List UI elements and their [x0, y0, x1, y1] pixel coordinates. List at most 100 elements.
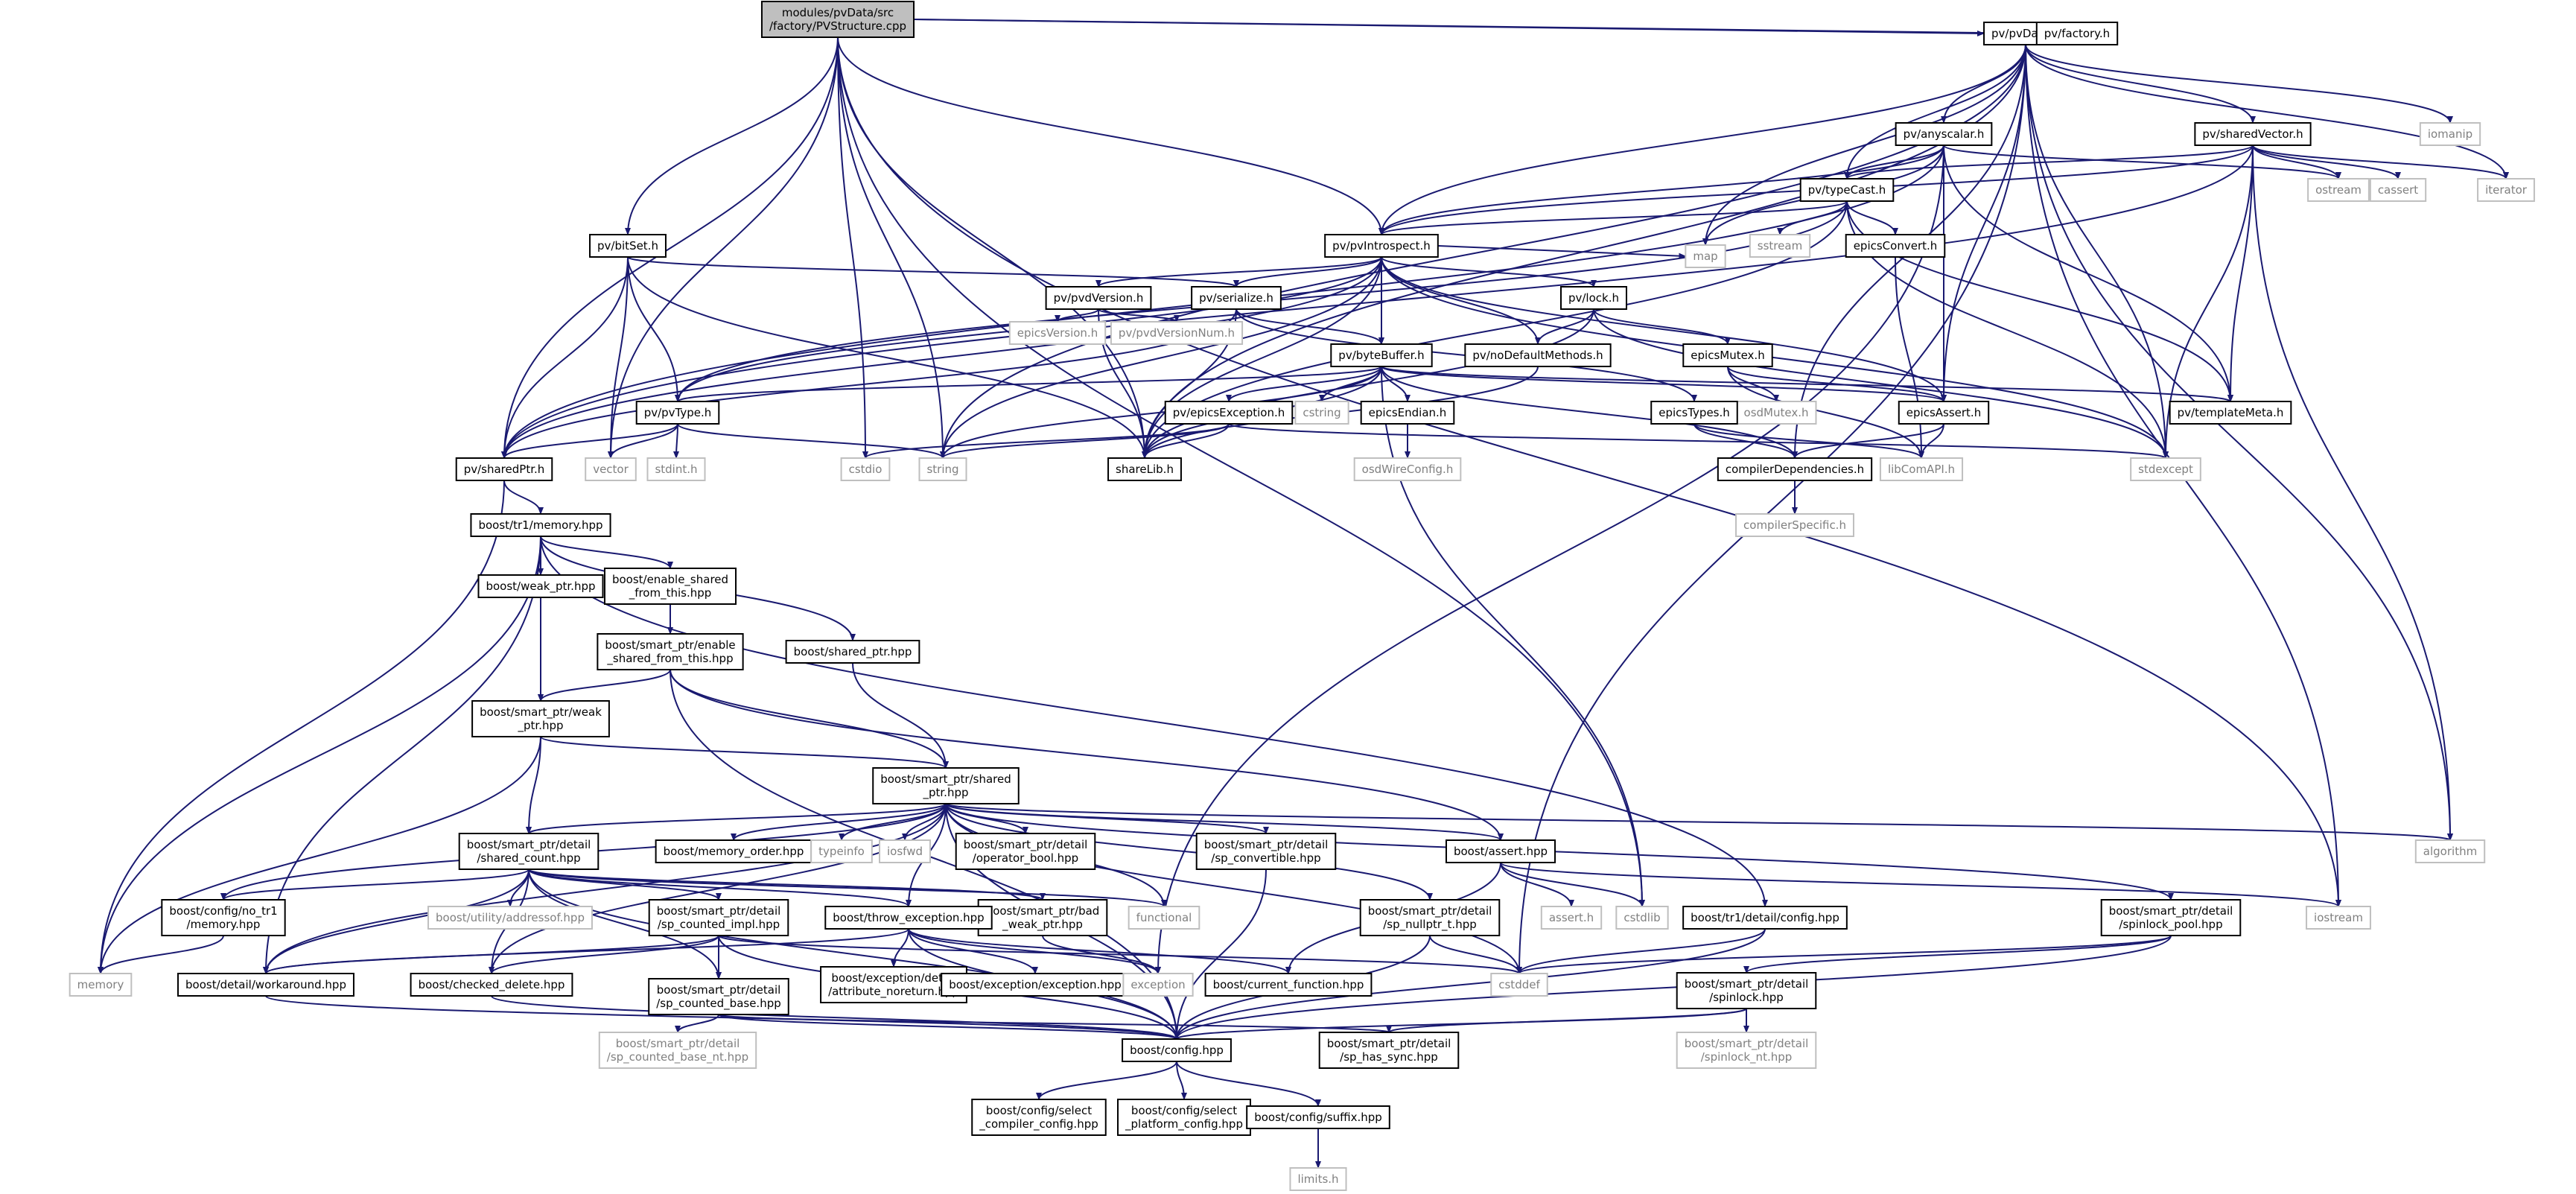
- node-templateMeta[interactable]: pv/templateMeta.h: [2169, 401, 2292, 425]
- node-weak-ptr[interactable]: boost/weak_ptr.hpp: [477, 574, 604, 598]
- node-typeCast[interactable]: pv/typeCast.h: [1799, 178, 1895, 202]
- node-epicsVersion[interactable]: epicsVersion.h: [1008, 321, 1107, 345]
- node-box: [1353, 457, 1462, 481]
- node-iosfwd[interactable]: iosfwd: [879, 839, 931, 863]
- node-cstring[interactable]: cstring: [1294, 401, 1349, 425]
- node-typeinfo[interactable]: typeinfo: [810, 839, 873, 863]
- node-box: [427, 906, 593, 930]
- node-compilerDependencies[interactable]: compilerDependencies.h: [1717, 457, 1873, 481]
- node-bitSet[interactable]: pv/bitSet.h: [589, 234, 667, 258]
- node-sharedVector[interactable]: pv/sharedVector.h: [2194, 122, 2312, 146]
- node-bad-weak-ptr[interactable]: boost/smart_ptr/bad_weak_ptr.hpp: [977, 899, 1108, 936]
- node-operator-bool[interactable]: boost/smart_ptr/detail/operator_bool.hpp: [955, 833, 1096, 870]
- node-assert-h[interactable]: assert.h: [1540, 906, 1603, 930]
- node-spinlock[interactable]: boost/smart_ptr/detail/spinlock.hpp: [1676, 972, 1817, 1009]
- node-map[interactable]: map: [1685, 244, 1726, 268]
- edge-anyscalar-to-ostream: [1943, 145, 2341, 180]
- node-limits[interactable]: limits.h: [1289, 1167, 1347, 1191]
- node-shareLib[interactable]: shareLib.h: [1107, 457, 1182, 481]
- node-string[interactable]: string: [918, 457, 967, 481]
- node-cstdlib[interactable]: cstdlib: [1615, 906, 1669, 930]
- node-pvdVersion[interactable]: pv/pvdVersion.h: [1045, 286, 1152, 310]
- node-sp-convertible[interactable]: boost/smart_ptr/detail/sp_convertible.hp…: [1195, 833, 1337, 870]
- node-noDefaultMethods[interactable]: pv/noDefaultMethods.h: [1464, 343, 1612, 367]
- node-serialize[interactable]: pv/serialize.h: [1191, 286, 1282, 310]
- edge-line: [675, 366, 1382, 402]
- node-current-function[interactable]: boost/current_function.hpp: [1204, 973, 1373, 997]
- node-shared-ptr[interactable]: boost/shared_ptr.hpp: [785, 640, 920, 664]
- node-epicsTypes[interactable]: epicsTypes.h: [1650, 401, 1738, 425]
- node-box: [648, 978, 789, 1015]
- node-box: [824, 906, 993, 930]
- node-sharedPtr[interactable]: pv/sharedPtr.h: [455, 457, 553, 481]
- node-label: pv/pvType.h: [644, 406, 712, 419]
- node-label: /sp_counted_impl.hpp: [658, 918, 780, 932]
- node-suffix[interactable]: boost/config/suffix.hpp: [1246, 1105, 1390, 1129]
- node-vector[interactable]: vector: [585, 457, 637, 481]
- node-byteBuffer[interactable]: pv/byteBuffer.h: [1330, 343, 1433, 367]
- node-algorithm[interactable]: algorithm: [2414, 839, 2486, 863]
- node-boost-assert[interactable]: boost/assert.hpp: [1445, 839, 1556, 863]
- node-iostream[interactable]: iostream: [2306, 906, 2371, 930]
- node-box: [470, 513, 611, 537]
- edge-line: [1226, 366, 1382, 402]
- node-cstddef[interactable]: cstddef: [1490, 973, 1548, 997]
- node-box: [1360, 401, 1455, 425]
- node-iomanip[interactable]: iomanip: [2419, 122, 2481, 146]
- node-lock[interactable]: pv/lock.h: [1559, 286, 1628, 310]
- node-factory[interactable]: pv/factory.h: [2035, 22, 2119, 45]
- node-cstdio[interactable]: cstdio: [840, 457, 891, 481]
- node-anyscalar[interactable]: pv/anyscalar.h: [1895, 122, 1993, 146]
- node-select-compiler[interactable]: boost/config/select_compiler_config.hpp: [971, 1099, 1107, 1136]
- node-sstream[interactable]: sstream: [1749, 234, 1811, 258]
- edge-line: [1042, 935, 1161, 974]
- node-shared-count[interactable]: boost/smart_ptr/detail/shared_count.hpp: [458, 833, 600, 870]
- node-spinlock-nt[interactable]: boost/smart_ptr/detail/spinlock_nt.hpp: [1676, 1032, 1817, 1069]
- node-osdMutex[interactable]: osdMutex.h: [1735, 401, 1817, 425]
- node-addressof[interactable]: boost/utility/addressof.hpp: [427, 906, 593, 930]
- node-root[interactable]: modules/pvData/src/factory/PVStructure.c…: [760, 1, 915, 38]
- node-select-platform[interactable]: boost/config/select_platform_config.hpp: [1117, 1099, 1251, 1136]
- node-tr1memory[interactable]: boost/tr1/memory.hpp: [470, 513, 611, 537]
- node-box: [1128, 906, 1200, 930]
- node-pvdVersionNum[interactable]: pv/pvdVersionNum.h: [1110, 321, 1244, 345]
- node-stdexcept[interactable]: stdexcept: [2130, 457, 2201, 481]
- node-cassert[interactable]: cassert: [2369, 178, 2427, 202]
- node-spinlock-pool[interactable]: boost/smart_ptr/detail/spinlock_pool.hpp: [2100, 899, 2242, 936]
- node-pvIntrospect[interactable]: pv/pvIntrospect.h: [1324, 234, 1439, 258]
- node-exception-hpp[interactable]: boost/exception/exception.hpp: [941, 973, 1130, 997]
- node-ostream[interactable]: ostream: [2307, 178, 2370, 202]
- node-sp-counted-impl[interactable]: boost/smart_ptr/detail/sp_counted_impl.h…: [648, 899, 789, 936]
- node-sp-counted-base[interactable]: boost/smart_ptr/detail/sp_counted_base.h…: [648, 978, 789, 1015]
- node-epicsConvert[interactable]: epicsConvert.h: [1845, 234, 1946, 258]
- node-exception[interactable]: exception: [1122, 973, 1194, 997]
- node-iterator[interactable]: iterator: [2477, 178, 2535, 202]
- node-tr1config[interactable]: boost/tr1/detail/config.hpp: [1682, 906, 1848, 930]
- node-epicsMutex[interactable]: epicsMutex.h: [1682, 343, 1773, 367]
- node-sp-shared[interactable]: boost/smart_ptr/shared_ptr.hpp: [872, 767, 1020, 804]
- node-config[interactable]: boost/config.hpp: [1122, 1038, 1232, 1062]
- node-osdWireConfig[interactable]: osdWireConfig.h: [1353, 457, 1462, 481]
- node-sp-enable-shared[interactable]: boost/smart_ptr/enable_shared_from_this.…: [597, 633, 744, 670]
- node-compilerSpecific[interactable]: compilerSpecific.h: [1735, 513, 1854, 537]
- node-epicsException[interactable]: pv/epicsException.h: [1164, 401, 1294, 425]
- node-workaround[interactable]: boost/detail/workaround.hpp: [177, 973, 354, 997]
- node-memory-order[interactable]: boost/memory_order.hpp: [655, 839, 812, 863]
- node-stdint[interactable]: stdint.h: [646, 457, 706, 481]
- node-checked-delete[interactable]: boost/checked_delete.hpp: [410, 973, 573, 997]
- node-epicsAssert[interactable]: epicsAssert.h: [1898, 401, 1990, 425]
- node-sp-weak[interactable]: boost/smart_ptr/weak_ptr.hpp: [471, 700, 610, 737]
- node-epicsEndian[interactable]: epicsEndian.h: [1360, 401, 1455, 425]
- node-memory[interactable]: memory: [69, 973, 133, 997]
- node-throw-exception[interactable]: boost/throw_exception.hpp: [824, 906, 993, 930]
- node-sp-nullptr[interactable]: boost/smart_ptr/detail/sp_nullptr_t.hpp: [1359, 899, 1501, 936]
- edge-line: [1381, 366, 1798, 459]
- node-libComAPI[interactable]: libComAPI.h: [1879, 457, 1964, 481]
- node-config-no-tr1[interactable]: boost/config/no_tr1/memory.hpp: [161, 899, 286, 936]
- edge-tr1config-to-config: [1174, 928, 1766, 1040]
- node-pvType[interactable]: pv/pvType.h: [635, 401, 720, 425]
- node-functional[interactable]: functional: [1128, 906, 1200, 930]
- node-sp-counted-base-nt[interactable]: boost/smart_ptr/detail/sp_counted_base_n…: [598, 1032, 757, 1069]
- node-sp-has-sync[interactable]: boost/smart_ptr/detail/sp_has_sync.hpp: [1318, 1032, 1460, 1069]
- node-enable-shared[interactable]: boost/enable_shared_from_this.hpp: [603, 568, 737, 605]
